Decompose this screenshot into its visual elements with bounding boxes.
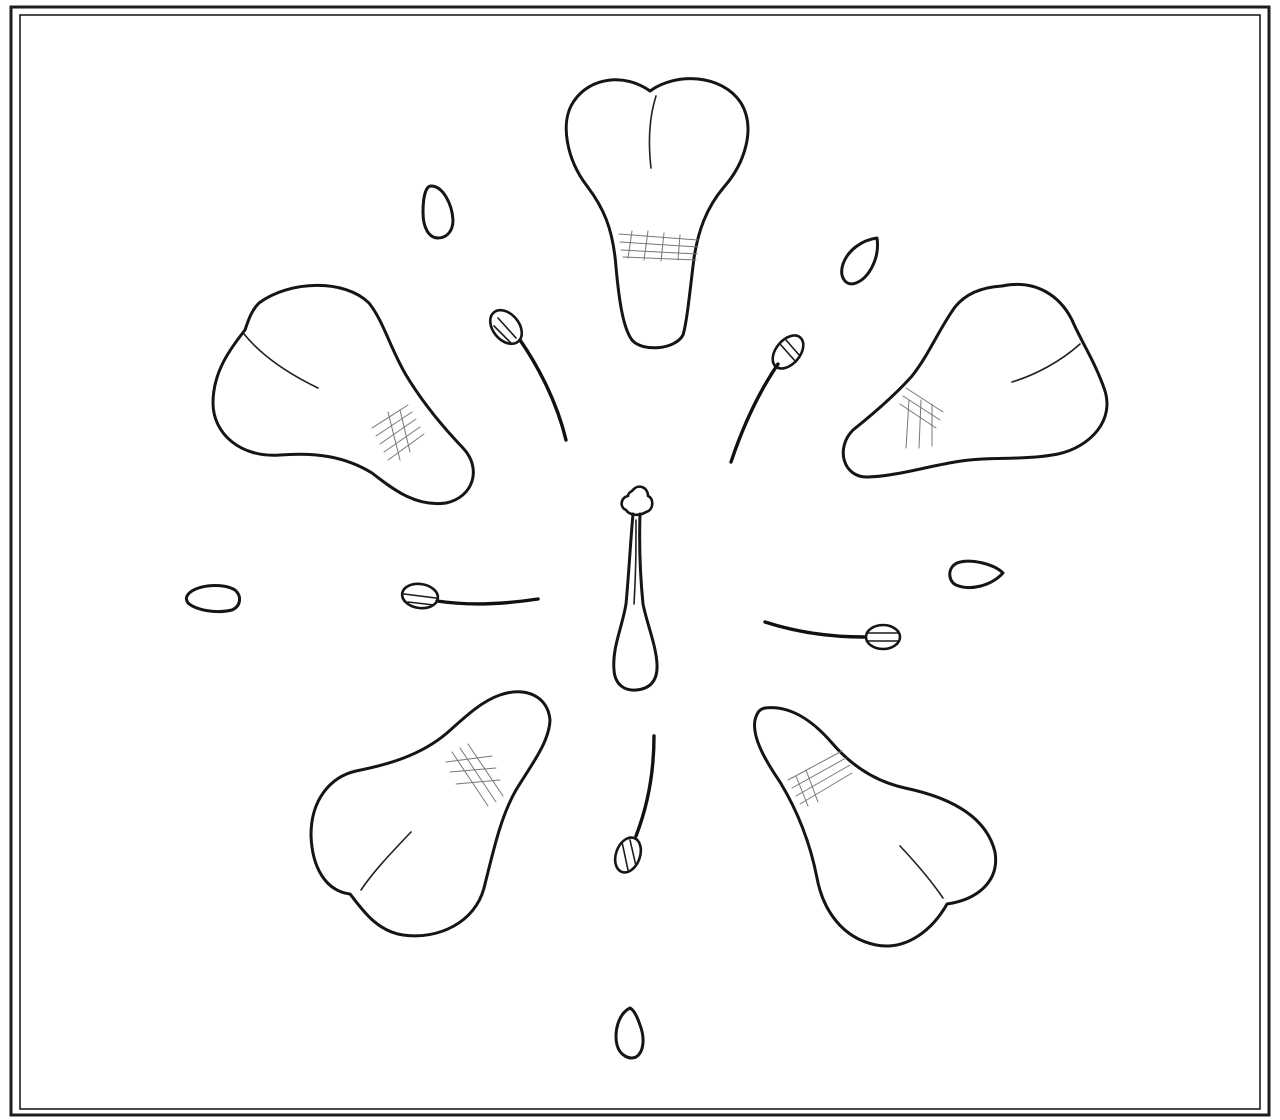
flower-diagram [0, 0, 1280, 1120]
